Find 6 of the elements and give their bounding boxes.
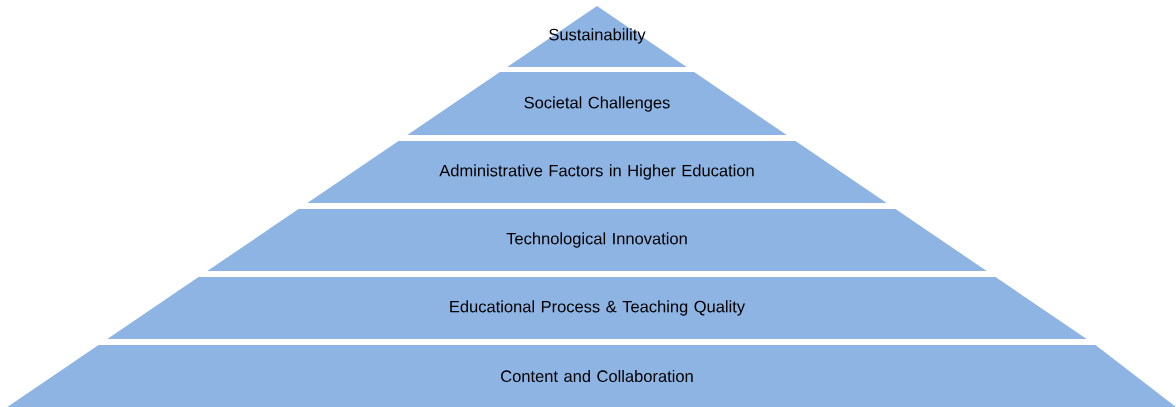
pyramid-level: Content and Collaboration <box>7 345 1176 407</box>
pyramid-level: Societal Challenges <box>407 72 787 135</box>
pyramid-level: Administrative Factors in Higher Education <box>307 141 887 203</box>
pyramid-level: Educational Process & Teaching Quality <box>107 277 1087 339</box>
pyramid-level: Technological Innovation <box>207 209 987 271</box>
pyramid-level: Sustainability <box>507 6 687 67</box>
